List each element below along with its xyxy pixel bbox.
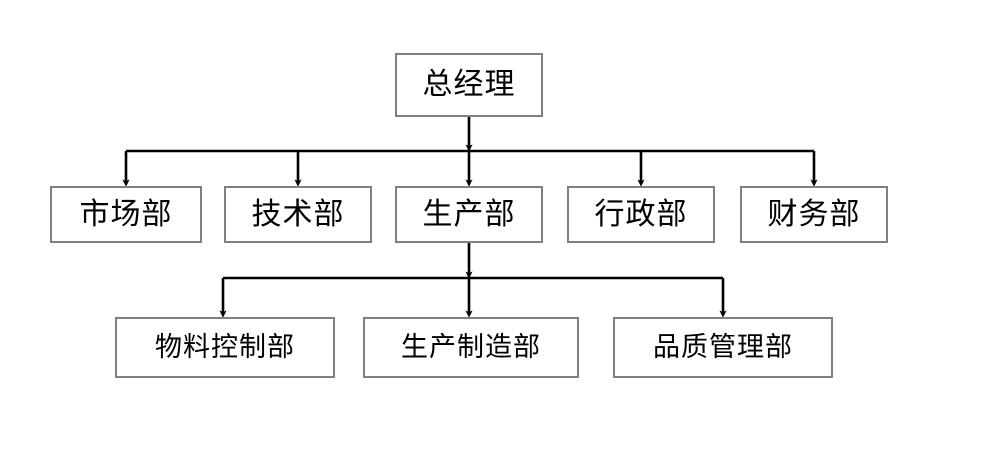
- node-label-quality-management-dept: 品质管理部: [653, 332, 793, 362]
- node-manufacturing-dept[interactable]: 生产制造部: [363, 317, 579, 378]
- node-finance-dept[interactable]: 财务部: [740, 186, 888, 243]
- node-label-general-manager: 总经理: [422, 68, 516, 101]
- node-general-manager[interactable]: 总经理: [395, 53, 543, 117]
- node-label-technology-dept: 技术部: [251, 197, 345, 231]
- node-marketing-dept[interactable]: 市场部: [50, 186, 202, 243]
- node-technology-dept[interactable]: 技术部: [224, 186, 372, 243]
- node-label-marketing-dept: 市场部: [79, 197, 173, 231]
- node-administration-dept[interactable]: 行政部: [567, 186, 715, 243]
- node-label-production-dept: 生产部: [422, 197, 516, 231]
- node-material-control-dept[interactable]: 物料控制部: [115, 317, 335, 378]
- node-label-manufacturing-dept: 生产制造部: [401, 332, 541, 362]
- node-label-finance-dept: 财务部: [767, 197, 861, 231]
- node-label-material-control-dept: 物料控制部: [155, 332, 295, 362]
- node-quality-management-dept[interactable]: 品质管理部: [613, 317, 833, 378]
- node-production-dept[interactable]: 生产部: [395, 186, 543, 243]
- node-label-administration-dept: 行政部: [594, 197, 688, 231]
